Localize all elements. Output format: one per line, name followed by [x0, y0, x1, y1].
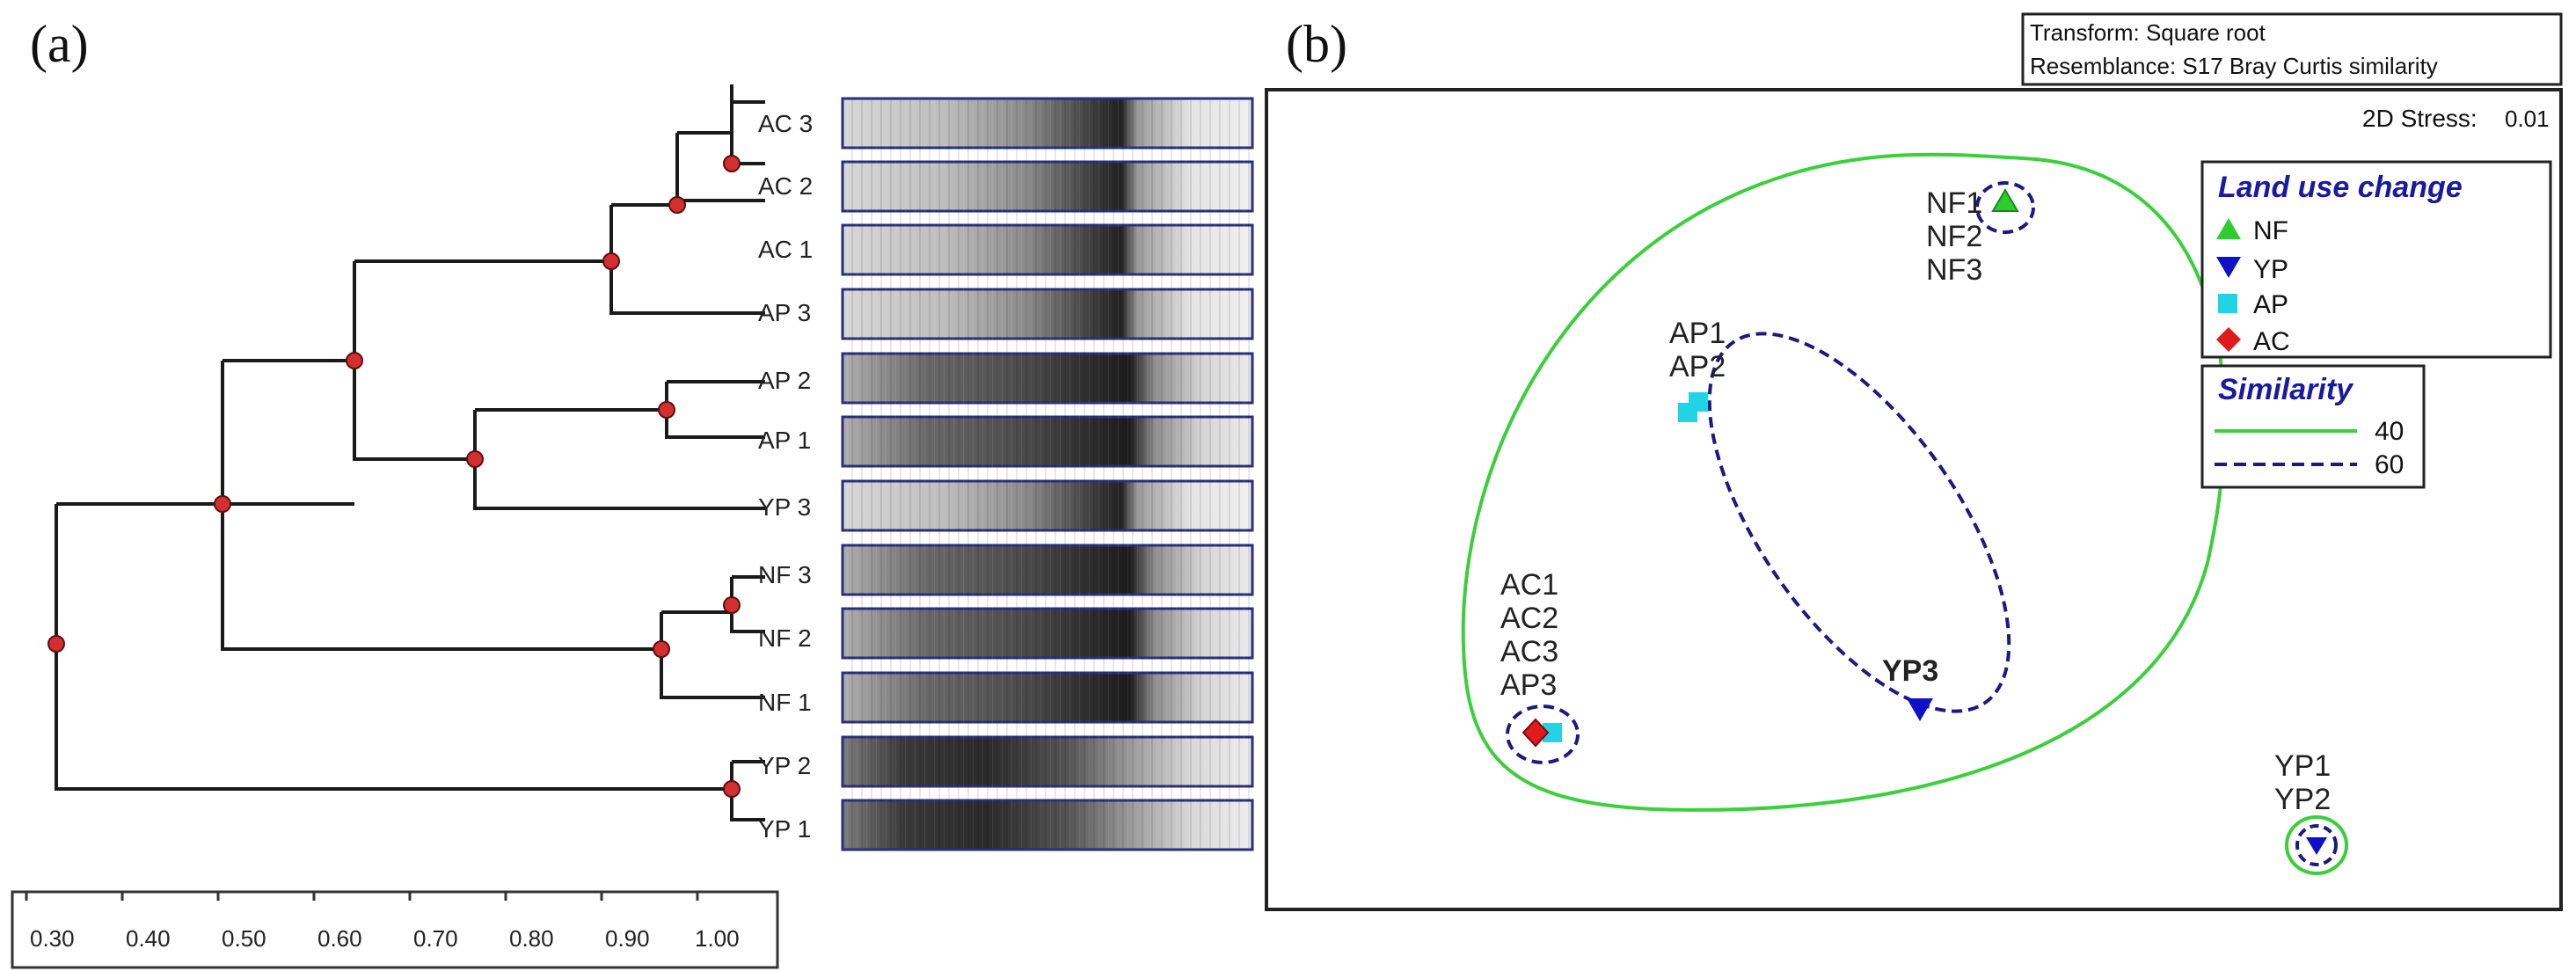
stress-label: 2D Stress:: [2362, 105, 2477, 132]
legend-item-label: AP: [2253, 290, 2288, 319]
leaf-label: NF 3: [758, 561, 812, 588]
sample-markers: [1522, 188, 2327, 855]
branch-ac-ap3: [609, 203, 765, 315]
axis-frame: [11, 890, 779, 969]
axis-tick-label: 0.40: [126, 925, 171, 952]
dendrogram-node: [602, 252, 620, 270]
legend-item-label: AC: [2253, 327, 2290, 356]
dendrogram-node: [346, 352, 363, 369]
legend-similarity: Similarity 40 60: [2200, 364, 2426, 489]
legend-title: Land use change: [2218, 171, 2463, 204]
leaf-label: AC 2: [758, 172, 813, 200]
sample-label: AC1: [1500, 568, 1558, 602]
legend-ac-marker: [2216, 327, 2241, 352]
similarity-axis: 0.30 0.40 0.50 0.60 0.70 0.80 0.90 1.00: [11, 890, 779, 969]
legend-title: Similarity: [2218, 373, 2354, 406]
info-box: Transform: Square root Resemblance: S17 …: [2021, 12, 2563, 86]
dendrogram-node: [723, 155, 741, 172]
sample-label: YP1: [2274, 749, 2331, 783]
sample-label: AP1: [1669, 317, 1726, 350]
gel-band-texture: [844, 100, 1251, 848]
leaf-labels: AC 3 AC 2 AC 1 AP 3 AP 2 AP 1 YP 3 NF 3 …: [758, 110, 813, 843]
leaf-label: YP 2: [758, 752, 811, 779]
sample-label: NF2: [1926, 220, 1982, 253]
axis-tick-label: 0.80: [509, 925, 554, 952]
gel-lanes: [841, 97, 1254, 851]
leaf-label: YP 3: [758, 493, 811, 521]
branch-upper-nf: [221, 359, 661, 651]
sample-label: AP3: [1500, 668, 1557, 702]
axis-tick-label: 0.30: [30, 925, 75, 952]
dendrogram-node: [214, 495, 231, 513]
branch-nf-cluster: [660, 610, 765, 699]
branch-root: [55, 502, 732, 791]
ac-marker: [1522, 718, 1550, 748]
legend-item-label: 60: [2375, 450, 2404, 479]
sample-label-yp3: YP3: [1882, 654, 1938, 688]
branch-nf3-nf2: [730, 575, 765, 633]
dendrogram-node: [723, 780, 741, 798]
leaf-label: AP 3: [758, 299, 811, 326]
sample-label: NF1: [1926, 186, 1982, 220]
dendrogram-node: [466, 450, 484, 468]
panel-b-letter: (b): [1286, 15, 1347, 73]
leaf-label: AP 2: [758, 367, 811, 394]
resemblance-text: Resemblance: S17 Bray Curtis similarity: [2030, 53, 2438, 79]
panel-a-letter: (a): [30, 15, 89, 73]
axis-tick-label: 0.50: [222, 925, 266, 952]
sample-labels: NF1 NF2 NF3 AP1 AP2 AC1 AC2 AC3 AP3 YP3 …: [1500, 186, 2331, 816]
contour-60-ac: [1506, 705, 1580, 764]
leaf-label: AP 1: [758, 427, 811, 454]
contour-60-nf: [1975, 181, 2035, 234]
dendrogram: [47, 84, 765, 821]
transform-text: Transform: Square root: [2030, 19, 2266, 46]
dendrogram-node: [653, 640, 670, 658]
axis-tick-label: 0.90: [605, 925, 650, 952]
axis-tick-label: 0.60: [317, 925, 362, 952]
sample-label: YP2: [2274, 783, 2331, 816]
branch-ac-cluster: [675, 131, 765, 202]
legend-item-label: NF: [2253, 216, 2288, 245]
sample-label: AC3: [1500, 635, 1558, 668]
leaf-label: NF 1: [758, 689, 812, 716]
dendrogram-node: [658, 401, 675, 419]
yp-marker: [2306, 837, 2327, 855]
contour-60-ap-yp3: [1707, 332, 2011, 713]
branch-ap2-ap1: [665, 380, 765, 439]
yp3-marker: [1907, 698, 1933, 721]
legend-item-label: 40: [2375, 417, 2404, 446]
sample-label: AP2: [1669, 350, 1726, 383]
branch-ap-yp3: [473, 408, 765, 510]
contour-60-yp: [2295, 824, 2338, 866]
axis-ticks: [25, 892, 699, 901]
leaf-label: NF 2: [758, 624, 812, 652]
ap-marker: [1543, 723, 1562, 742]
leaf-label: YP 1: [758, 815, 811, 843]
stress-value: 0.01: [2505, 106, 2550, 132]
dendrogram-node: [668, 196, 686, 214]
sample-label: AC2: [1500, 602, 1558, 635]
dendrogram-node: [723, 596, 741, 614]
ap-marker: [1678, 403, 1697, 422]
legend-yp-marker: [2216, 257, 2241, 278]
dendrogram-node: [47, 635, 65, 653]
leaf-label: AC 3: [758, 110, 813, 137]
sample-label: NF3: [1926, 253, 1982, 287]
legend-ap-marker: [2218, 294, 2237, 313]
contour-40-yp: [2285, 815, 2348, 875]
legend-nf-marker: [2216, 218, 2241, 239]
legend-item-label: YP: [2253, 255, 2288, 284]
branch-upper-group: [353, 259, 611, 461]
legend-land-use: Land use change NF YP AP AC: [2200, 160, 2552, 359]
nf-marker: [1991, 188, 2019, 212]
leaf-label: AC 1: [758, 236, 813, 263]
axis-tick-label: 0.70: [413, 925, 458, 952]
axis-tick-label: 1.00: [695, 925, 740, 952]
